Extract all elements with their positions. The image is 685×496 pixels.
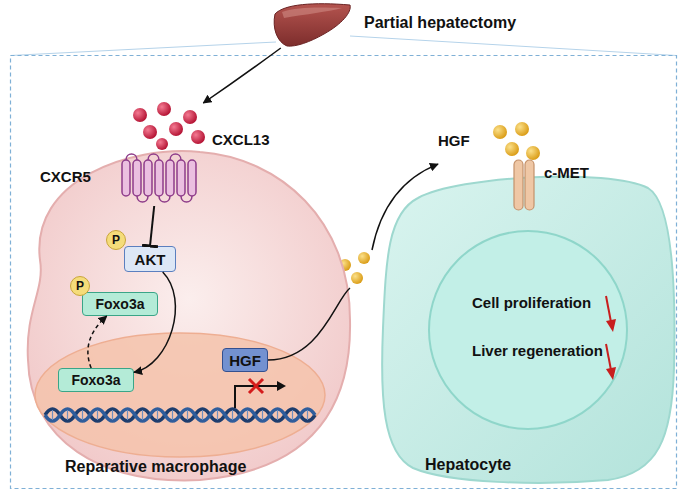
dna-rung [53,410,308,420]
cell-label: Hepatocyte [425,456,511,474]
receptor: c-MET [512,160,536,210]
receptor-label: CXCR5 [40,168,91,185]
molecule-label: HGF [438,132,470,149]
helix [144,160,152,196]
hgf-ball [515,122,529,136]
receptor: CXCR5 [118,150,202,206]
outcome-label: Liver regeneration [472,342,603,359]
gene-label: HGF [229,352,261,369]
phosphate-label: P [112,233,120,247]
hgf-ball [505,142,519,156]
nucleus [35,333,325,457]
dashed-frame [11,56,677,489]
chemokine-ball [133,108,147,122]
hgf-ball [526,146,540,160]
block-cross [249,379,263,393]
liver-icon: Partial hepatectomy [272,2,352,48]
protein-box: AKT [124,246,176,272]
liver-shape [272,2,352,48]
hgf-ball [358,252,370,264]
liver-highlight [282,7,342,18]
helix [188,160,196,196]
transcription-arrow-head [277,381,286,391]
figure-heading: Partial hepatectomy [364,14,516,32]
protein-label: AKT [135,251,166,268]
chemokine-ball [143,125,157,139]
receptor-chain [514,160,523,210]
macrophage-cell: Reparative macrophage CXCR5AKT P Foxo3a P Fox… [20,140,355,485]
chemokine-ball [169,122,183,136]
helix [133,160,141,196]
cell-membrane [28,151,350,480]
receptor-helices [118,150,202,206]
helix [177,160,185,196]
cell-label: Reparative macrophage [65,458,246,476]
phosphate-label: P [76,279,84,293]
chemokine-cluster [130,103,206,151]
signal-arrow [203,48,280,103]
chemokine-ball [157,102,171,116]
outcome-label: Cell proliferation [472,294,591,311]
hepatocyte-nucleus: Cell proliferationLiver regeneration [428,230,628,430]
helix [166,160,174,196]
transcription-arrow [235,386,278,408]
dna-strand [45,409,315,421]
helix-loop [126,154,192,202]
receptor-shape [512,160,536,210]
gene-box: HGF [222,348,268,372]
receptor-label: c-MET [544,164,589,181]
chemokine-ball [191,130,205,144]
chemokine-cluster: CXCL13 [130,103,206,151]
receptor-chain [525,160,534,210]
protein-label: Foxo3a [95,296,144,312]
protein-box: Foxo3a [82,292,158,316]
zoom-line [11,42,277,56]
molecule-label: CXCL13 [212,131,270,148]
protein-label: Foxo3a [71,372,120,388]
phosphate-circle: P [70,276,90,296]
chemokine-ball [156,138,168,150]
hepatocyte-cell: Hepatocytec-METCell proliferationLiver r… [378,168,678,486]
hgf-ball [493,125,507,139]
cell-membrane [382,177,674,483]
hgf-ball [351,272,363,284]
dna-strand [45,409,315,421]
liver-lobe [274,4,350,46]
phosphate-circle: P [106,230,126,250]
helix [122,160,130,196]
chemokine-ball [183,110,197,124]
growth-factor-cluster: HGF [438,122,540,166]
zoom-line [350,36,677,56]
helix [155,160,163,196]
protein-box: Foxo3a [58,368,134,392]
